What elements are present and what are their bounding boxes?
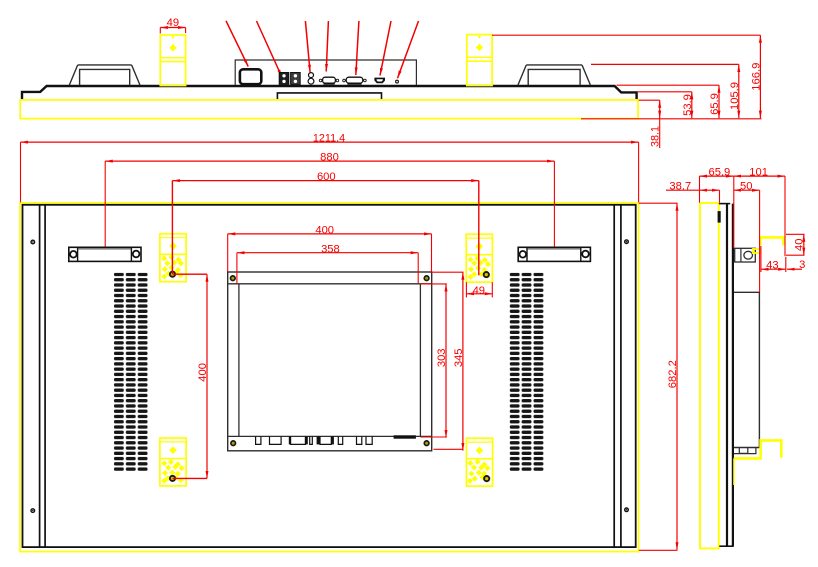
svg-text:101: 101: [749, 167, 768, 179]
svg-text:40: 40: [794, 238, 806, 250]
svg-text:600: 600: [317, 171, 336, 183]
svg-text:43: 43: [766, 259, 778, 271]
svg-text:880: 880: [320, 152, 339, 164]
svg-text:53.9: 53.9: [682, 94, 694, 116]
svg-text:50: 50: [740, 181, 752, 193]
svg-text:400: 400: [197, 363, 209, 382]
svg-text:65.9: 65.9: [709, 167, 731, 179]
svg-text:400: 400: [315, 225, 334, 237]
svg-text:682.2: 682.2: [667, 360, 679, 388]
svg-text:166.9: 166.9: [750, 63, 762, 91]
svg-text:105.9: 105.9: [729, 82, 741, 110]
svg-text:65.9: 65.9: [709, 93, 721, 115]
svg-text:49: 49: [473, 285, 485, 297]
svg-text:345: 345: [453, 348, 465, 367]
svg-text:358: 358: [321, 243, 340, 255]
svg-text:1211.4: 1211.4: [313, 133, 345, 145]
svg-text:303: 303: [436, 348, 448, 367]
svg-text:38.7: 38.7: [669, 181, 691, 193]
svg-text:38.1: 38.1: [650, 126, 662, 147]
svg-text:49: 49: [167, 17, 179, 29]
svg-text:3: 3: [799, 259, 805, 271]
